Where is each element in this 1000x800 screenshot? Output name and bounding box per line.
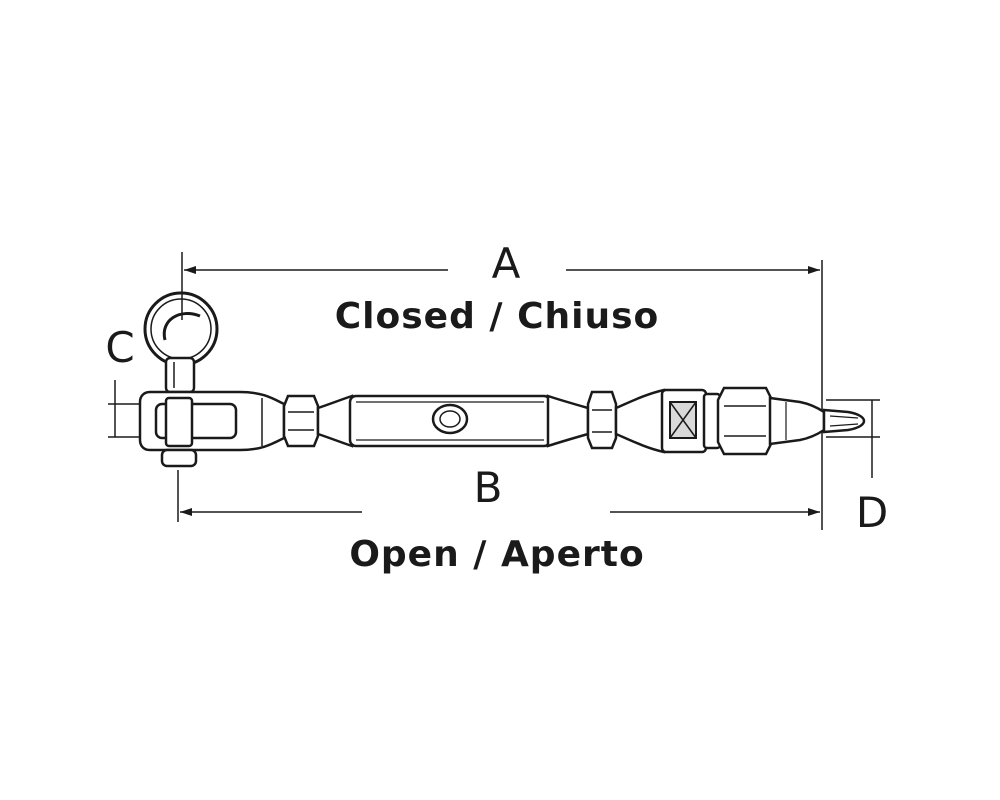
swage-neck	[614, 388, 666, 454]
dim-b-arrow-right	[808, 508, 820, 516]
left-neck	[316, 394, 354, 448]
dim-a-arrow-left	[184, 266, 196, 274]
dimension-b: B Open / Aperto	[177, 463, 820, 575]
stud-tip	[822, 408, 866, 434]
dim-b-label: B	[474, 463, 503, 512]
clevis-pin-bottom	[160, 448, 198, 468]
dimension-d: D	[826, 399, 888, 537]
right-lock-nut	[586, 390, 618, 450]
right-neck	[546, 394, 590, 448]
split-ring	[143, 291, 219, 367]
left-lock-nut	[282, 394, 320, 448]
dim-a-caption: Closed / Chiuso	[335, 296, 660, 337]
barrel-window	[431, 403, 469, 435]
dim-b-caption: Open / Aperto	[349, 534, 644, 575]
turnbuckle-drawing	[138, 291, 866, 468]
dim-a-label: A	[492, 239, 521, 288]
hex-nut	[716, 386, 774, 456]
dim-d-label: D	[856, 488, 888, 537]
dimension-a: A Closed / Chiuso	[181, 239, 823, 530]
dimension-c: C	[105, 323, 150, 438]
dim-a-arrow-right	[808, 266, 820, 274]
clevis-pin-top	[164, 356, 196, 394]
tapered-end	[768, 396, 826, 446]
dim-c-label: C	[105, 323, 134, 372]
dim-b-arrow-left	[180, 508, 192, 516]
